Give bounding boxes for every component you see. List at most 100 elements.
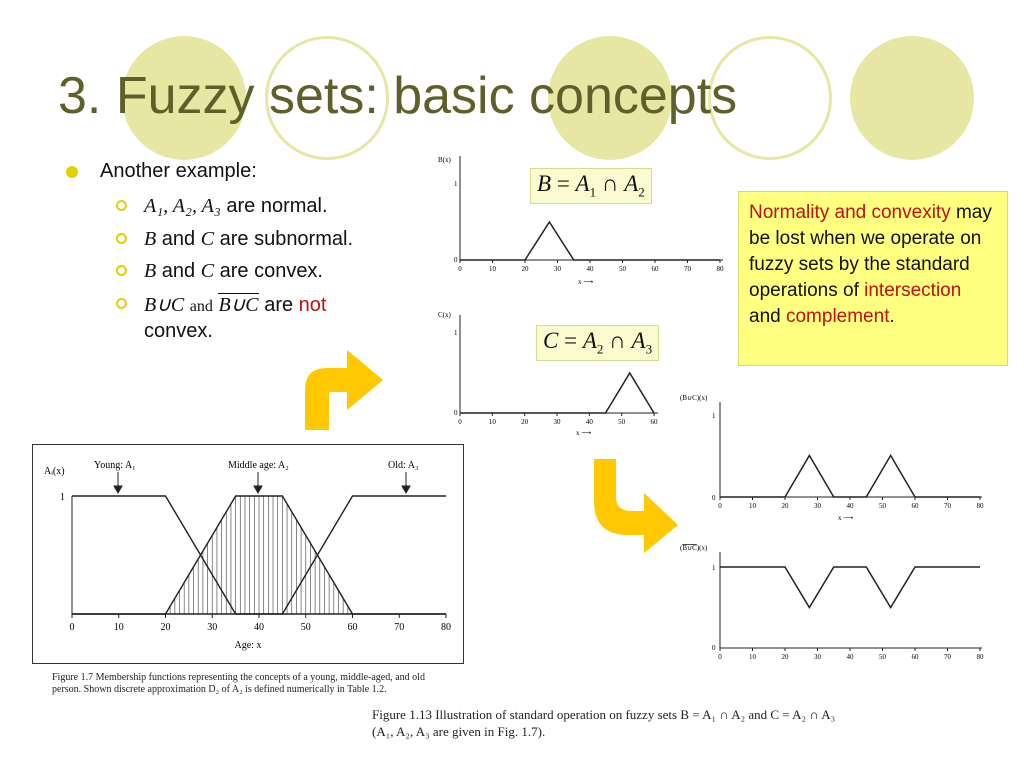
xtick-label: 60 — [651, 418, 659, 426]
xtick-label: 40 — [847, 653, 855, 661]
xtick-label: 20 — [782, 653, 790, 661]
chart-c-ytick-0: 0 — [454, 409, 458, 417]
fig17-xtick-label: 20 — [161, 622, 171, 633]
xtick-label: 70 — [944, 502, 952, 510]
eq-c-s2: 3 — [645, 341, 653, 357]
chart-union-ylabel: (B∪C)(x) — [680, 394, 708, 402]
sub4-not: not — [298, 294, 327, 316]
sub-bullet-ring-icon — [116, 200, 127, 211]
chart-union-ytick-1: 1 — [712, 412, 716, 420]
sub-bullet-3: B and C are convex. — [144, 260, 323, 283]
eq-b-s1: 1 — [589, 184, 597, 200]
decor-circle-5 — [850, 36, 974, 160]
xtick-label: 10 — [489, 418, 497, 426]
eq-b-op: ∩ — [596, 171, 625, 196]
sub4-are: are — [258, 294, 299, 316]
fig113-caption-line1: Figure 1.13 Illustration of standard ope… — [372, 707, 836, 722]
chart-union-ytick-0: 0 — [712, 494, 716, 502]
sub-bullet-ring-icon — [116, 265, 127, 276]
eq-b-a1: A — [575, 171, 590, 196]
eq-c-op: ∩ — [603, 328, 632, 353]
fig17-ytick-1: 1 — [60, 492, 65, 503]
fig17-xtick-label: 50 — [301, 622, 311, 633]
fig17-caption: Figure 1.7 Membership functions represen… — [52, 672, 425, 695]
sub1-text: are normal. — [220, 195, 328, 217]
eq-c-eq: = — [558, 328, 583, 353]
curved-arrow-down-icon — [594, 459, 678, 553]
bullet-dot-icon — [66, 166, 78, 178]
decor-circle-4 — [708, 36, 832, 160]
xtick-label: 0 — [718, 502, 722, 510]
xtick-label: 60 — [652, 265, 660, 273]
xtick-label: 20 — [521, 418, 529, 426]
chart-c-ytick-1: 1 — [454, 329, 458, 337]
eq-b-s2: 2 — [638, 184, 645, 200]
xtick-label: 0 — [458, 418, 462, 426]
sub4-union: B∪C — [144, 294, 185, 316]
fig113-chart-c: C(x) 1 0 0 10 20 30 40 50 60 x ⟶ — [438, 311, 658, 437]
curved-arrow-up-icon — [305, 350, 383, 430]
chart-b-ylabel: B(x) — [438, 156, 452, 164]
xtick-label: 10 — [489, 265, 497, 273]
sub2-text: are subnormal. — [214, 228, 354, 250]
xtick-label: 30 — [554, 265, 562, 273]
figure-1-7: Aᵢ(x) 1 Young: A₁ Middle age: A₂ Old: A₃… — [32, 444, 464, 664]
chart-union-xlabel: x ⟶ — [838, 514, 853, 522]
arrow-down-icon — [113, 485, 123, 495]
xtick-label: 50 — [879, 502, 887, 510]
chart-c-xticks: 0 10 20 30 40 50 60 — [458, 413, 658, 426]
note-part5: complement — [785, 306, 890, 327]
note-part4: and — [749, 306, 786, 327]
fig17-ylabel: Aᵢ(x) — [44, 466, 65, 477]
chart-complement-ytick-0: 0 — [712, 644, 716, 652]
xtick-label: 50 — [618, 418, 626, 426]
sub-bullet-1: A₁, A₂, A₃ are normal. — [144, 195, 328, 218]
fig17-xtick-label: 10 — [114, 622, 124, 633]
note-part1: Normality and convexity — [749, 202, 951, 223]
eq-c-s1: 2 — [596, 341, 604, 357]
xtick-label: 50 — [619, 265, 627, 273]
note-box: Normality and convexity may be lost when… — [738, 191, 1008, 366]
xtick-label: 40 — [587, 265, 595, 273]
chart-c-xlabel: x ⟶ — [576, 429, 591, 437]
xtick-label: 70 — [684, 265, 692, 273]
decor-circle-2 — [265, 36, 389, 160]
fig17-xtick-label: 80 — [441, 622, 451, 633]
chart-c-ylabel: C(x) — [438, 311, 452, 319]
decor-circle-1 — [122, 36, 246, 160]
sub4-and: and — [189, 298, 213, 315]
sub-bullet-2: B and C are subnormal. — [144, 228, 353, 251]
xtick-label: 60 — [912, 502, 920, 510]
xtick-label: 10 — [749, 653, 757, 661]
note-part3: intersection — [864, 280, 962, 301]
xtick-label: 70 — [944, 653, 952, 661]
note-part6: . — [889, 306, 895, 327]
fig17-xlabel: Age: x — [235, 640, 262, 651]
fig17-xtick-label: 40 — [254, 622, 264, 633]
middle-age-hatching — [169, 496, 349, 614]
sub-bullet-4-cont: convex. — [144, 320, 213, 342]
chart-b-ytick-1: 1 — [454, 180, 458, 188]
arrow-down-icon — [401, 485, 411, 495]
eq-c-a1: A — [582, 328, 597, 353]
xtick-label: 30 — [554, 418, 562, 426]
chart-c-series — [460, 371, 655, 414]
eq-b-a2: A — [624, 171, 639, 196]
xtick-label: 40 — [847, 502, 855, 510]
xtick-label: 0 — [718, 653, 722, 661]
eq-b-lhs: B — [537, 171, 552, 196]
sub3-b: B — [144, 260, 157, 282]
xtick-label: 20 — [522, 265, 530, 273]
fig17-xtick-label: 70 — [394, 622, 404, 633]
fig17-xtick-label: 30 — [207, 622, 217, 633]
xtick-label: 80 — [717, 265, 725, 273]
chart-complement-series — [720, 566, 980, 609]
sub-bullet-ring-icon — [116, 298, 127, 309]
xtick-label: 20 — [782, 502, 790, 510]
xtick-label: 30 — [814, 502, 822, 510]
xtick-label: 40 — [586, 418, 594, 426]
xtick-label: 60 — [912, 653, 920, 661]
eq-b-eq: = — [551, 171, 576, 196]
